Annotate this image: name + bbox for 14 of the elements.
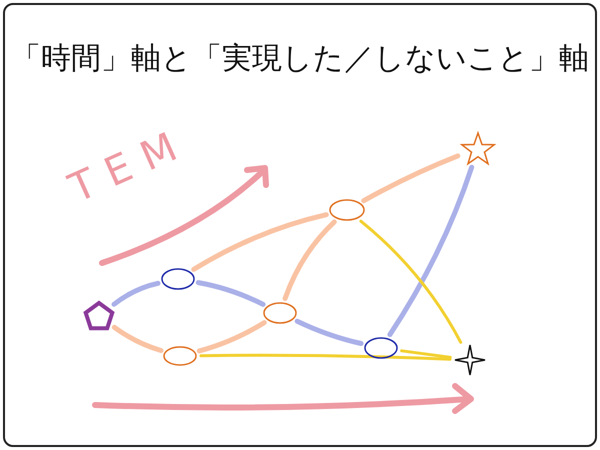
connector-line: [282, 219, 337, 301]
connector-line: [361, 153, 460, 204]
connector-line: [387, 164, 474, 338]
connector-line: [112, 280, 160, 307]
connector-line: [196, 280, 266, 307]
connector-line: [196, 320, 267, 354]
title: 「時間」軸と「実現した／しないこと」軸: [10, 40, 590, 78]
connector-line: [400, 349, 452, 359]
connector-line: [191, 212, 329, 272]
connector-line: [200, 354, 452, 361]
connector-line: [294, 318, 364, 346]
connector-line: [359, 220, 462, 344]
handwritten-label: TEM: [62, 118, 197, 212]
connector-line: [112, 324, 164, 353]
